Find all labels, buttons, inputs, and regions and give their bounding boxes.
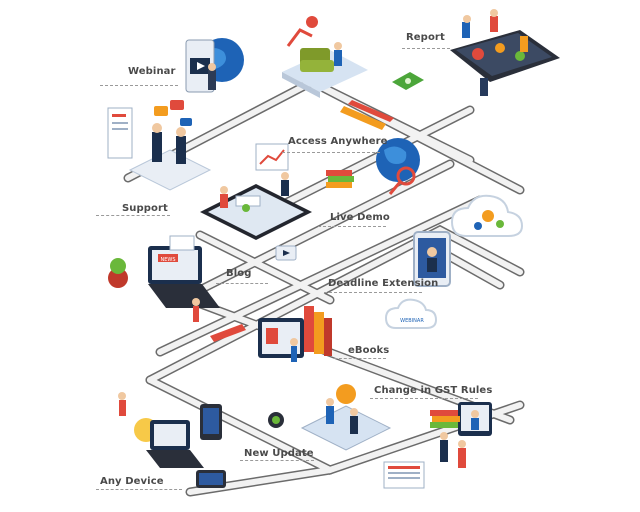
money-ruler-illustration <box>340 72 424 130</box>
webinar-cloud-illustration: WEBINAR <box>384 298 438 329</box>
webinar-cloud-text: WEBINAR <box>400 318 424 324</box>
label-change-in-gst-rules: Change in GST Rules <box>374 385 493 396</box>
label-access-anywhere: Access Anywhere <box>288 136 388 147</box>
label-webinar: Webinar <box>128 66 176 77</box>
new-update-illustration <box>268 384 392 451</box>
lounge-illustration <box>282 16 368 98</box>
any-device-leader-line <box>96 489 182 490</box>
live-demo-illustration <box>200 143 312 240</box>
label-any-device: Any Device <box>100 476 164 487</box>
live-demo-leader-line <box>318 226 386 227</box>
label-support: Support <box>122 203 168 214</box>
report-leader-line <box>402 48 450 49</box>
blog-leader-line <box>216 283 268 284</box>
access-anywhere-leader-line <box>282 152 380 153</box>
cloud-gears-illustration <box>450 194 524 237</box>
webinar-illustration <box>185 38 244 93</box>
label-new-update: New Update <box>244 448 314 459</box>
support-illustration <box>107 100 212 191</box>
label-live-demo: Live Demo <box>330 212 390 223</box>
ebooks-leader-line <box>334 358 386 359</box>
deadline-extension-leader-line <box>324 292 422 293</box>
label-ebooks: eBooks <box>348 345 390 356</box>
any-device-illustration <box>118 392 226 488</box>
blog-illustration: NEWS <box>108 235 220 322</box>
gst-rules-illustration <box>383 402 492 489</box>
ebooks-illustration <box>210 245 332 362</box>
support-leader-line <box>96 215 170 216</box>
access-anywhere-illustration <box>326 138 420 195</box>
label-blog: Blog <box>226 268 252 279</box>
new-update-leader-line <box>240 460 314 461</box>
deadline-extension-illustration <box>413 231 451 287</box>
gst-rules-leader-line <box>370 398 478 399</box>
webinar-leader-line <box>100 85 178 86</box>
label-deadline-extension: Deadline Extension <box>328 278 439 289</box>
report-illustration <box>450 9 560 96</box>
news-badge-text: NEWS <box>160 257 175 263</box>
label-report: Report <box>406 32 445 43</box>
